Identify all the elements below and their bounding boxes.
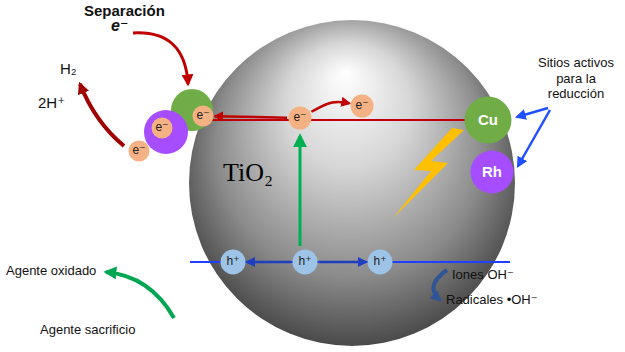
electron: e⁻ [288, 106, 312, 130]
product-label: H₂ [60, 60, 77, 78]
transfer-arrow [215, 116, 287, 117]
electron-fill [152, 118, 173, 139]
callout-label: Sitios activos para la reducción [532, 55, 620, 102]
reactant-label-box: Iones OH⁻ [452, 267, 514, 283]
hole-fill [221, 250, 246, 275]
reactant-label-box: 2H⁺ [38, 94, 65, 112]
particle-label: Rh [482, 164, 502, 181]
electron-fill [351, 95, 374, 118]
pointer-arrow [517, 108, 548, 117]
hole: h⁺ [367, 249, 393, 275]
hole-fill [368, 250, 393, 275]
particle-label: Cu [478, 112, 498, 129]
electron-symbol-box: e⁻ [111, 16, 128, 35]
hole: h⁺ [292, 249, 318, 275]
rh-site: Rh [470, 150, 514, 194]
reduction-arrow [80, 84, 124, 146]
product-label-box: H₂ [60, 60, 77, 78]
transfer-arrow [247, 261, 291, 264]
particle-label: e⁻ [355, 99, 368, 112]
product-label-box: Radicales •OH⁻ [446, 292, 538, 308]
rh-particle [144, 110, 188, 154]
electron: e⁻ [128, 140, 150, 162]
particle-label: h⁺ [226, 255, 239, 268]
oxidation-arrow [106, 272, 174, 318]
reactant-label: Agente sacrificio [40, 322, 135, 338]
particle-label: h⁺ [298, 255, 311, 268]
electron: e⁻ [151, 117, 173, 139]
cu-site: Cu [464, 96, 512, 144]
reactant-label: Iones OH⁻ [452, 267, 514, 283]
material-label: TiO₂ [223, 159, 273, 188]
electron-symbol: e⁻ [111, 16, 128, 35]
pointer-arrow [518, 110, 550, 166]
particle-label: h⁺ [373, 255, 386, 268]
callout-label-box: Sitios activos para la reducción [532, 55, 620, 102]
conduction-band [206, 119, 470, 121]
electron-fill [193, 106, 214, 127]
rh-site-fill [471, 151, 514, 194]
electron: e⁻ [192, 105, 214, 127]
electron: e⁻ [350, 94, 374, 118]
reactant-label-box: Agente sacrificio [40, 322, 135, 338]
excitation-arrow [299, 136, 302, 246]
hole-fill [293, 250, 318, 275]
product-label: Radicales •OH⁻ [446, 292, 538, 308]
particle-label: e⁻ [155, 121, 168, 134]
product-label-box: Agente oxidado [6, 263, 96, 279]
electron-fill [129, 141, 150, 162]
particle-label: e⁻ [196, 109, 209, 122]
hole: h⁺ [220, 249, 246, 275]
reactant-label: 2H⁺ [38, 94, 65, 112]
product-label: Agente oxidado [6, 263, 96, 279]
transfer-arrow [319, 261, 366, 264]
cu-site-fill [465, 97, 512, 144]
electron-fill [289, 107, 312, 130]
particle-label: e⁻ [293, 111, 306, 124]
separation-arrow [133, 33, 188, 84]
particle-label: e⁻ [132, 144, 145, 157]
